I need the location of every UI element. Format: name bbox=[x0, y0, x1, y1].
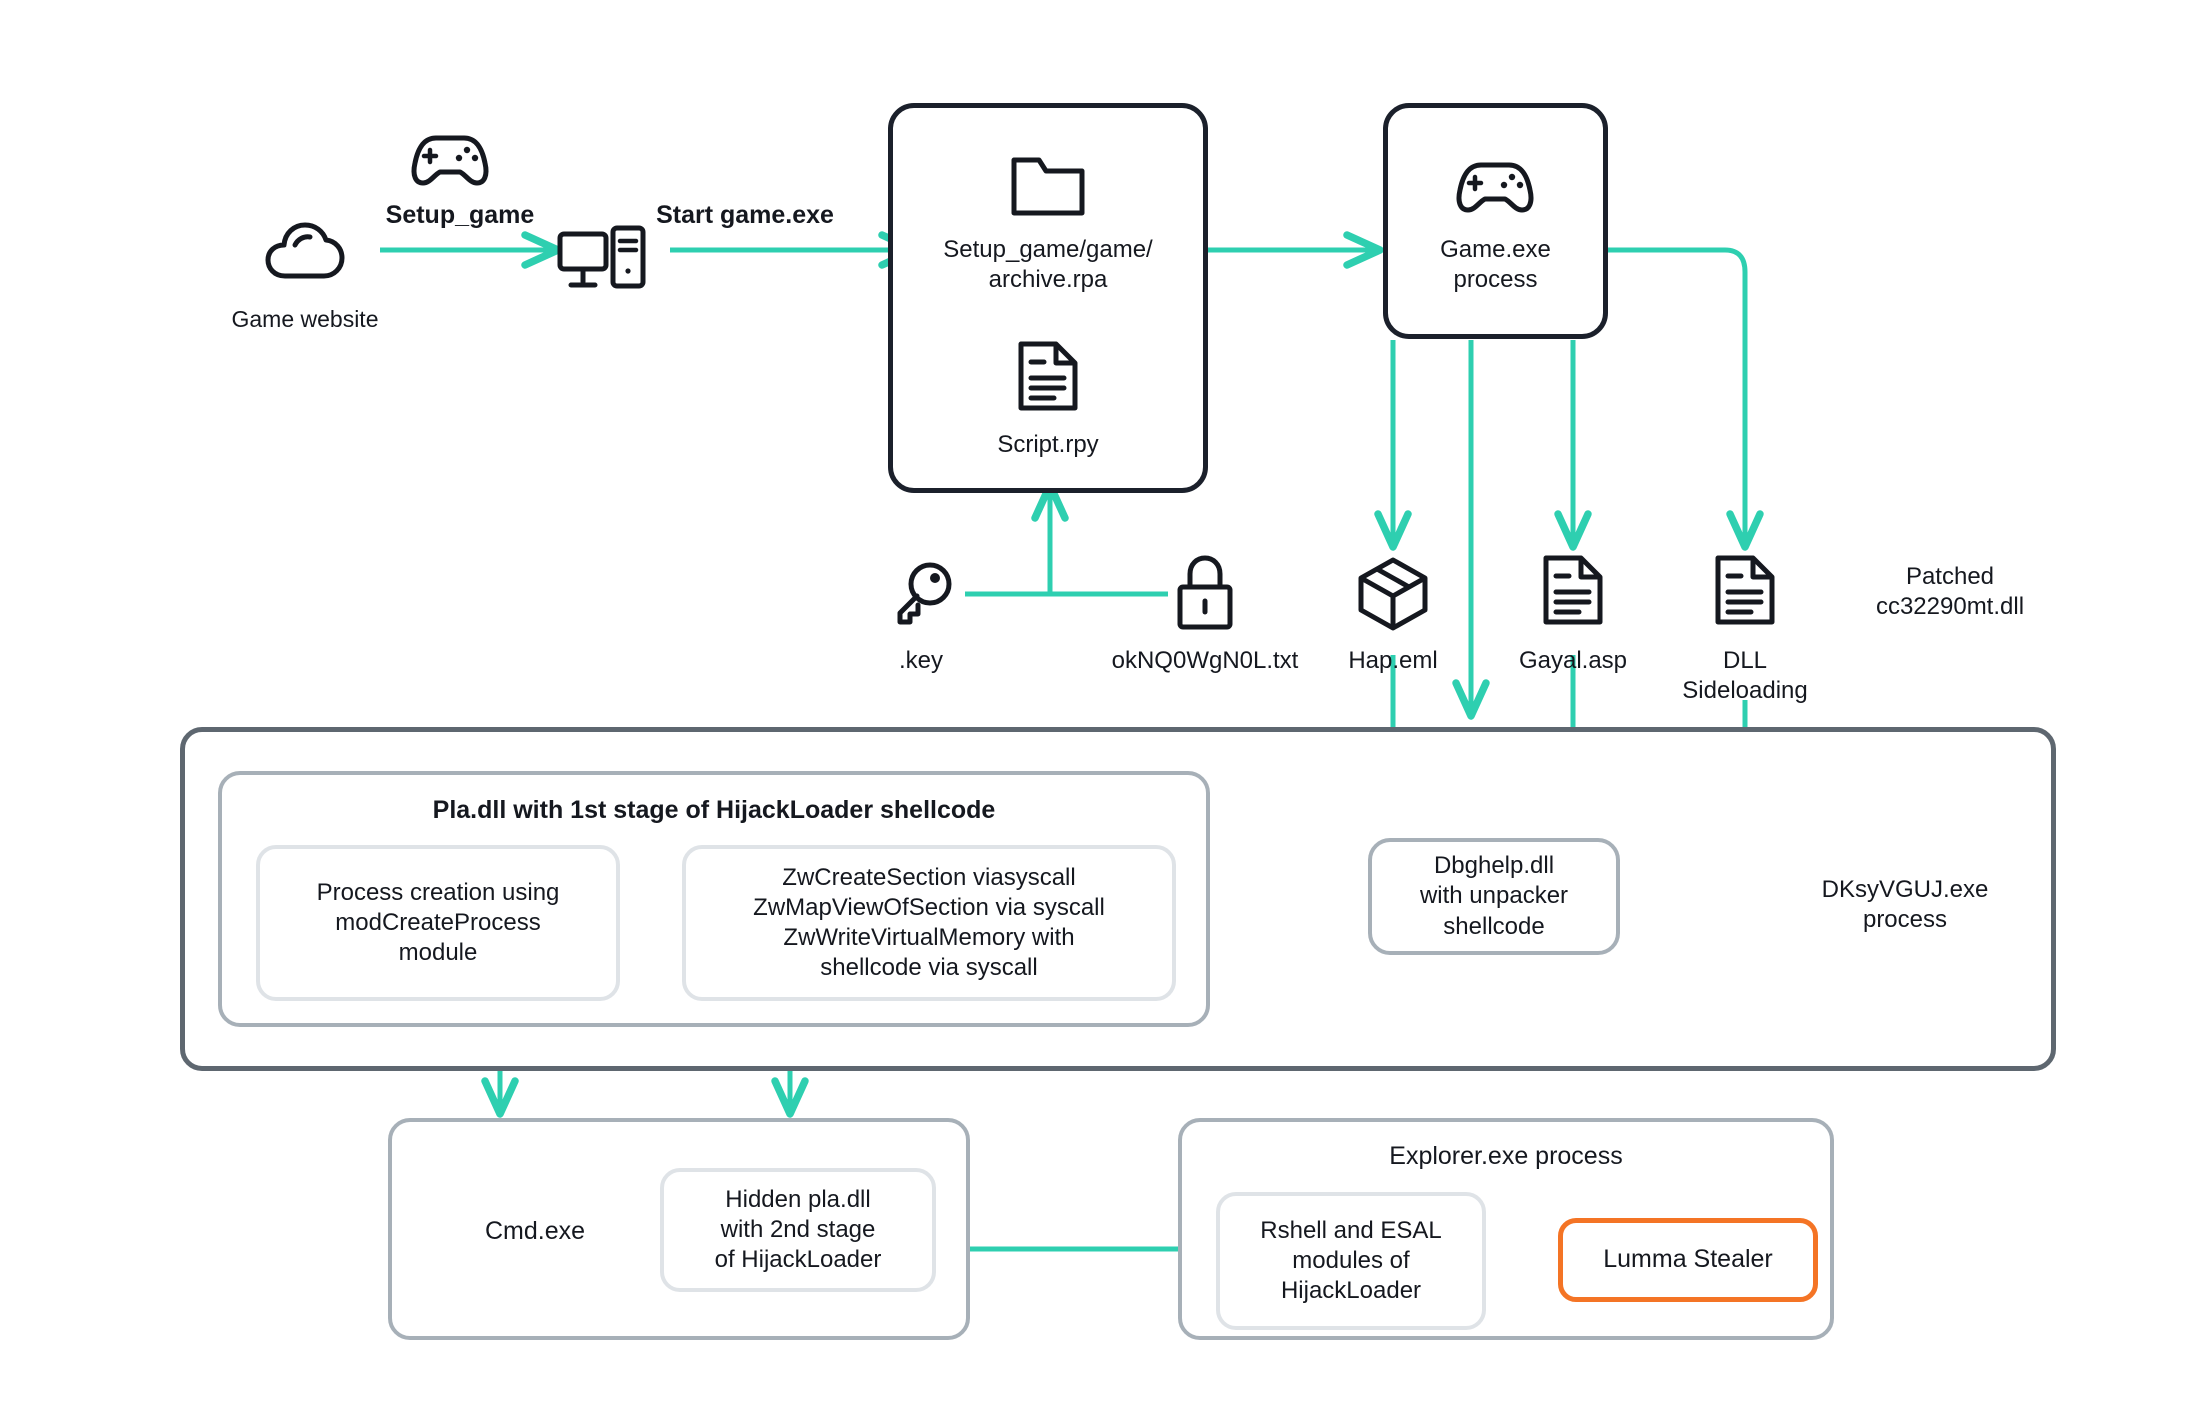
label-lumma-stealer: Lumma Stealer bbox=[1603, 1245, 1773, 1274]
label-dbghelp: Dbghelp.dll with unpacker shellcode bbox=[1419, 852, 1569, 940]
gamepad-icon bbox=[411, 135, 489, 186]
desktop-computer-icon bbox=[557, 225, 646, 289]
zwcalls-box: ZwCreateSection viasyscall ZwMapViewOfSe… bbox=[682, 845, 1176, 1001]
label-rshell-esal: Rshell and ESAL modules of HijackLoader bbox=[1260, 1216, 1442, 1305]
key-icon bbox=[897, 562, 952, 625]
label-script-rpy: Script.rpy bbox=[997, 431, 1099, 458]
document-icon bbox=[1543, 555, 1603, 625]
package-box-icon bbox=[1358, 557, 1428, 631]
label-dksyvguj-process: DKsyVGUJ.exe process bbox=[1821, 876, 1989, 934]
archive-container bbox=[888, 103, 1208, 493]
lock-icon bbox=[1177, 555, 1233, 630]
document-icon bbox=[1018, 341, 1078, 411]
label-gayal-asp: Gayal.asp bbox=[1518, 647, 1628, 674]
cloud-icon bbox=[265, 222, 345, 279]
label-process-creation: Process creation using modCreateProcess … bbox=[316, 878, 560, 967]
label-dll-sideloading: DLL Sideloading bbox=[1682, 647, 1808, 705]
lumma-stealer-box: Lumma Stealer bbox=[1558, 1218, 1818, 1302]
dbghelp-box: Dbghelp.dll with unpacker shellcode bbox=[1368, 838, 1620, 955]
label-archive-path: Setup_game/game/ archive.rpa bbox=[943, 236, 1153, 294]
gamepad-icon bbox=[1456, 162, 1534, 213]
label-pladll-title: Pla.dll with 1st stage of HijackLoader s… bbox=[432, 796, 996, 824]
document-icon bbox=[1715, 555, 1775, 625]
label-setup-game-edge: Setup_game bbox=[385, 201, 535, 229]
label-patched-dll: Patched cc32290mt.dll bbox=[1875, 563, 2025, 621]
label-gameexe-process: Game.exe process bbox=[1440, 236, 1551, 294]
label-txt-file: okNQ0WgN0L.txt bbox=[1111, 647, 1299, 674]
label-hap-eml: Hap.eml bbox=[1348, 647, 1438, 674]
label-game-website: Game website bbox=[231, 306, 379, 332]
label-cmd-exe: Cmd.exe bbox=[484, 1217, 586, 1245]
rshell-esal-box: Rshell and ESAL modules of HijackLoader bbox=[1216, 1192, 1486, 1330]
label-hidden-pladll: Hidden pla.dll with 2nd stage of HijackL… bbox=[714, 1185, 882, 1274]
label-start-gameexe-edge: Start game.exe bbox=[656, 201, 834, 229]
arrow-gameexe-to-dllsideload bbox=[1608, 247, 1764, 551]
hidden-pladll-box: Hidden pla.dll with 2nd stage of HijackL… bbox=[660, 1168, 936, 1292]
gameexe-process-container bbox=[1383, 103, 1608, 339]
label-key-file: .key bbox=[898, 647, 943, 674]
process-creation-box: Process creation using modCreateProcess … bbox=[256, 845, 620, 1001]
label-explorer-process: Explorer.exe process bbox=[1389, 1142, 1623, 1170]
label-zw-calls: ZwCreateSection viasyscall ZwMapViewOfSe… bbox=[753, 863, 1105, 982]
folder-icon bbox=[1011, 157, 1085, 216]
